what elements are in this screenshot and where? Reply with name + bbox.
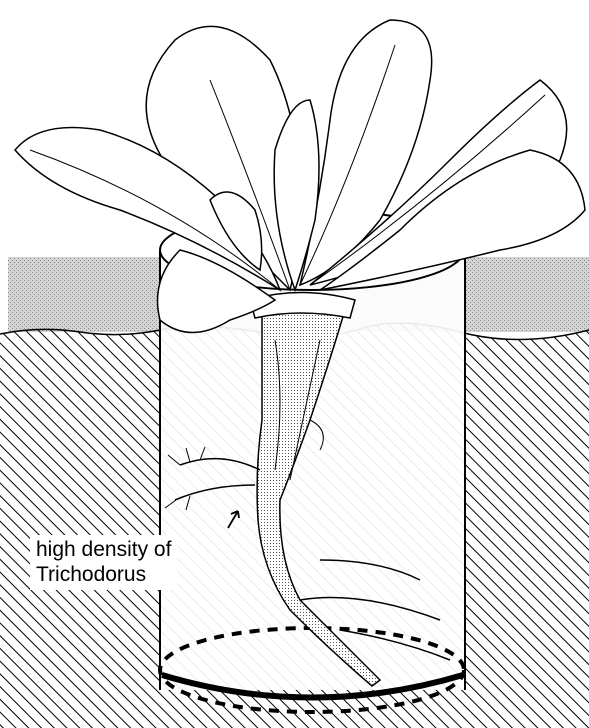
annotation-line-1: high density of: [36, 537, 171, 562]
annotation-line-2: Trichodorus: [36, 562, 171, 587]
annotation-label: high density of Trichodorus: [30, 535, 177, 590]
